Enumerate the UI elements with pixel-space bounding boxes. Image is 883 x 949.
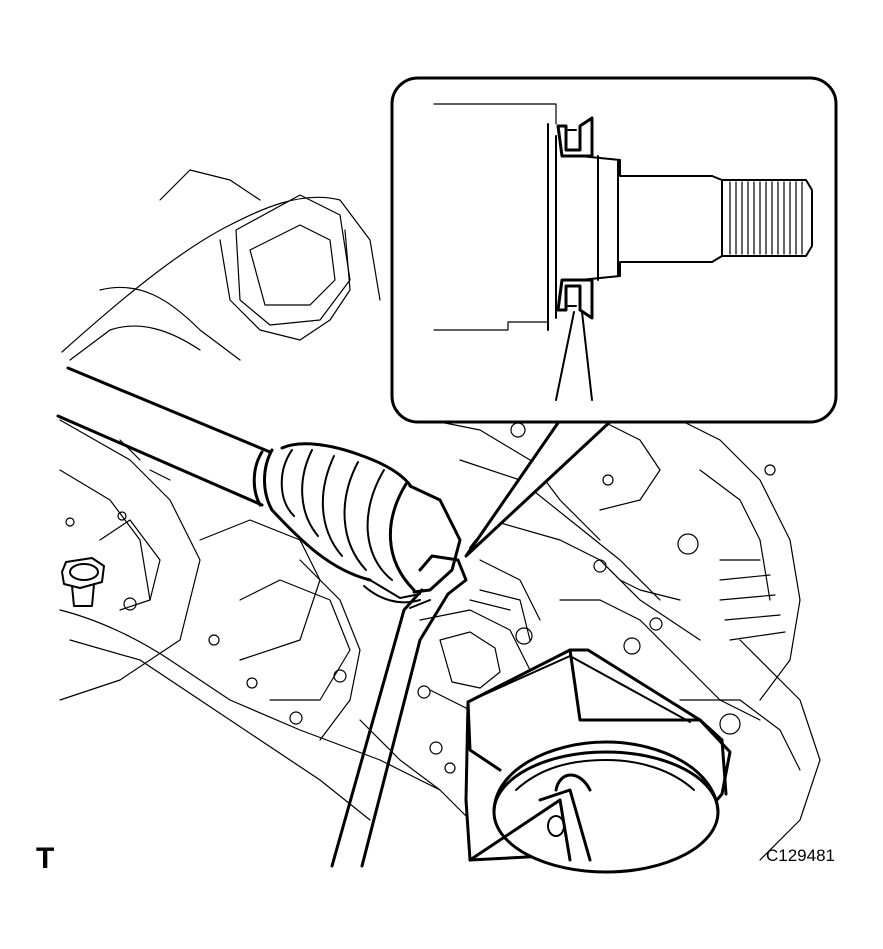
corner-mark: T [36, 842, 55, 875]
figure-id: C129481 [766, 846, 836, 865]
mounting-bolt [61, 557, 105, 607]
drive-shaft [56, 366, 274, 512]
screwdriver-tool [330, 554, 468, 868]
cv-joint-boot [270, 442, 462, 604]
detail-inset [390, 76, 838, 424]
spline-teeth [729, 181, 803, 255]
housing-bolts [65, 422, 776, 774]
engine-mount-bracket [464, 648, 732, 874]
transaxle-housing [59, 169, 821, 861]
